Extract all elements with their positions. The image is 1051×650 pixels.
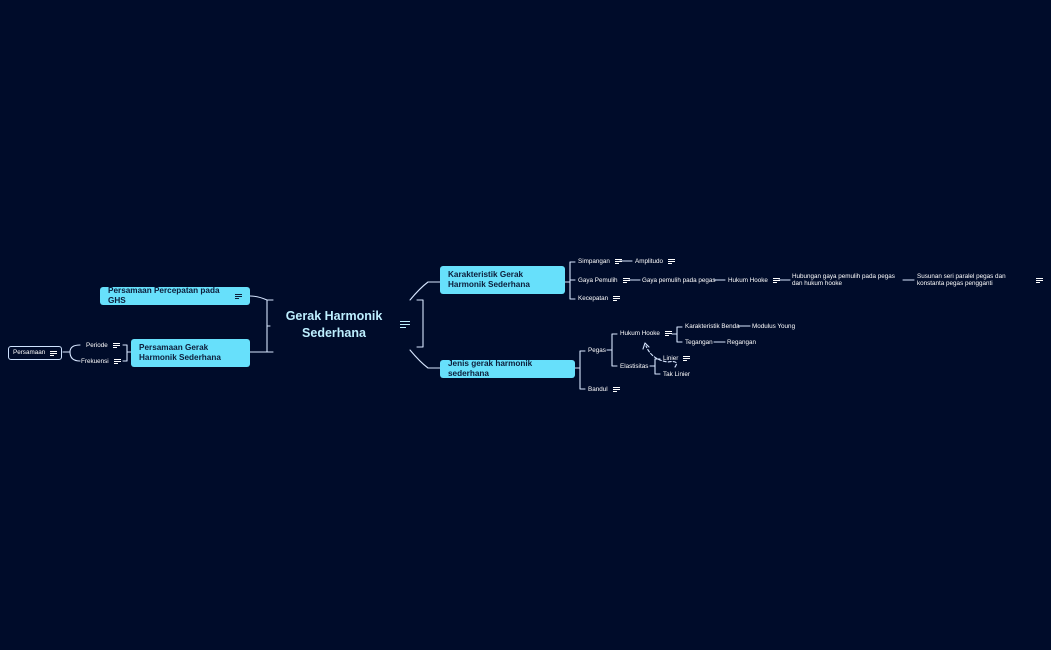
note-icon[interactable] [50, 350, 58, 356]
leaf-pegas[interactable]: Pegas [588, 346, 608, 355]
leaf-kecepatan-label: Kecepatan [578, 294, 609, 302]
leaf-bandul-label: Bandul [588, 385, 608, 393]
note-icon[interactable] [612, 387, 620, 392]
leaf-gaya-pemulih-label: Gaya Pemulih [578, 276, 618, 284]
link-pegas-children [606, 333, 618, 367]
relation-arrow [645, 345, 677, 368]
note-icon[interactable] [614, 259, 622, 264]
leaf-amplitudo-label: Amplitudo [635, 257, 664, 265]
leaf-simpangan-label: Simpangan [578, 257, 610, 265]
leaf-regangan-label: Regangan [727, 338, 757, 346]
leaf-pegas-label: Pegas [588, 346, 606, 354]
link-root-jenis [409, 349, 441, 369]
leaf-periode-label: Periode [86, 341, 108, 349]
leaf-frekuensi[interactable]: Frekuensi [81, 357, 126, 366]
root-label: Gerak Harmonik Sederhana [285, 309, 383, 340]
leaf-linier[interactable]: Linier [663, 354, 693, 363]
link-root-right [416, 299, 424, 348]
leaf-hukum-hooke-1[interactable]: Hukum Hooke [728, 276, 780, 285]
leaf-hukum-hooke-2[interactable]: Hukum Hooke [620, 329, 672, 338]
link-elastisitas-children [649, 358, 661, 375]
leaf-susunan-label: Susunan seri paralel pegas dan konstanta… [917, 272, 1006, 288]
leaf-tak-linier[interactable]: Tak Linier [663, 370, 693, 379]
leaf-elastisitas-label: Elastisitas [620, 362, 649, 370]
note-icon[interactable] [1036, 277, 1043, 283]
leaf-tegangan[interactable]: Tegangan [685, 338, 715, 347]
link-jenis-children [574, 350, 586, 390]
note-icon[interactable] [112, 343, 120, 348]
note-icon[interactable] [772, 278, 780, 283]
node-persamaan[interactable]: Persamaan [8, 346, 62, 360]
leaf-hubungan-label: Hubungan gaya pemulih pada pegas dan huk… [792, 272, 895, 288]
leaf-bandul[interactable]: Bandul [588, 385, 620, 394]
leaf-modulus-young-label: Modulus Young [752, 322, 796, 330]
note-icon[interactable] [664, 331, 672, 336]
leaf-tak-linier-label: Tak Linier [663, 370, 690, 378]
leaf-hukum-hooke-1-label: Hukum Hooke [728, 276, 768, 284]
note-icon[interactable] [113, 359, 121, 364]
leaf-gaya-pemulih-pegas-label: Gaya pemulih pada pegas [642, 276, 716, 284]
link-leaves-persamaan [62, 344, 81, 362]
relation-arrowhead [642, 342, 650, 350]
leaf-simpangan[interactable]: Simpangan [578, 257, 623, 266]
node-persamaan-label: Persamaan [13, 349, 46, 357]
leaf-amplitudo[interactable]: Amplitudo [635, 257, 677, 266]
leaf-periode[interactable]: Periode [86, 341, 126, 350]
link-root-left [266, 299, 274, 353]
leaf-gaya-pemulih[interactable]: Gaya Pemulih [578, 276, 630, 285]
link-hooke-children [671, 326, 683, 343]
leaf-frekuensi-label: Frekuensi [81, 357, 109, 365]
leaf-elastisitas[interactable]: Elastisitas [620, 362, 650, 371]
leaf-linier-label: Linier [663, 354, 679, 362]
link-persamaan-leaves [122, 344, 132, 362]
node-persamaan-percepatan[interactable]: Persamaan Percepatan pada GHS [100, 286, 250, 305]
link-root-karakteristik [409, 281, 441, 301]
leaf-regangan[interactable]: Regangan [727, 338, 757, 347]
node-persamaan-ghs[interactable]: Persamaan Gerak Harmonik Sederhana [131, 339, 250, 367]
node-jenis[interactable]: Jenis gerak harmonik sederhana [440, 359, 575, 378]
node-karakteristik-label: Karakteristik Gerak Harmonik Sederhana [448, 270, 530, 289]
note-icon[interactable] [400, 321, 410, 329]
leaf-karakteristik-benda[interactable]: Karakteristik Benda [685, 322, 740, 331]
node-persamaan-ghs-label: Persamaan Gerak Harmonik Sederhana [139, 343, 221, 362]
note-icon[interactable] [668, 259, 676, 264]
note-icon[interactable] [683, 356, 691, 361]
node-karakteristik[interactable]: Karakteristik Gerak Harmonik Sederhana [440, 266, 565, 294]
link-karakteristik-children [564, 261, 576, 300]
note-icon[interactable] [235, 293, 242, 299]
node-jenis-label: Jenis gerak harmonik sederhana [448, 359, 533, 378]
root-topic[interactable]: Gerak Harmonik Sederhana [276, 306, 416, 344]
leaf-kecepatan[interactable]: Kecepatan [578, 294, 623, 303]
leaf-hubungan[interactable]: Hubungan gaya pemulih pada pegas dan huk… [792, 272, 904, 288]
link-left-percepatan [249, 295, 268, 301]
leaf-modulus-young[interactable]: Modulus Young [752, 322, 798, 331]
leaf-gaya-pemulih-pegas[interactable]: Gaya pemulih pada pegas [642, 276, 716, 285]
note-icon[interactable] [622, 278, 630, 283]
leaf-susunan[interactable]: Susunan seri paralel pegas dan konstanta… [917, 272, 1043, 288]
leaf-karakteristik-benda-label: Karakteristik Benda [685, 322, 740, 330]
note-icon[interactable] [613, 296, 621, 301]
leaf-tegangan-label: Tegangan [685, 338, 713, 346]
leaf-hukum-hooke-2-label: Hukum Hooke [620, 329, 660, 337]
node-persamaan-percepatan-label: Persamaan Percepatan pada GHS [108, 286, 220, 305]
